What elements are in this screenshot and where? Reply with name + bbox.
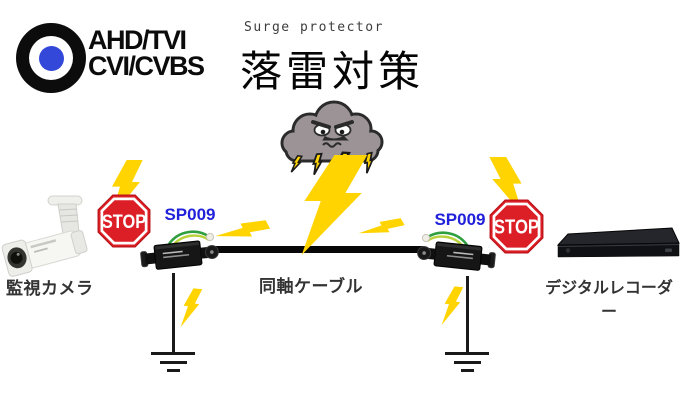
ground-bar	[160, 361, 187, 364]
stop-sign-icon: STOP	[489, 199, 544, 254]
ground-bar	[167, 369, 180, 372]
cable-label: 同軸ケーブル	[259, 277, 363, 296]
ground-wire-right	[466, 276, 469, 354]
page-title: 落雷対策	[240, 47, 425, 96]
recorder-label: デジタルレコーダー	[545, 280, 673, 321]
subtitle-text: Surge protector	[244, 20, 384, 35]
coax-cable	[207, 246, 426, 253]
surge-protector-icon	[140, 230, 219, 270]
brand-line1: AHD/TVI	[88, 25, 187, 55]
camera-label: 監視カメラ	[6, 279, 94, 298]
ground-icon	[445, 352, 489, 355]
brand-text: AHD/TVI CVI/CVBS	[88, 25, 205, 81]
lightning-bolt-icon	[180, 287, 203, 329]
stop-sign-icon: STOP	[97, 194, 151, 248]
lightning-bolt-icon	[301, 155, 368, 255]
recorder-icon	[556, 227, 680, 258]
lightning-bolt-icon	[441, 285, 464, 327]
logo-target-icon	[16, 23, 86, 93]
cloud-angry-face	[311, 120, 354, 148]
ground-wire-left	[172, 273, 175, 354]
stop-text: STOP	[494, 215, 539, 238]
ground-bar	[454, 361, 481, 364]
protector-model-label-right: SP009	[434, 210, 486, 229]
protector-model-label-left: SP009	[164, 205, 216, 224]
surge-protector-icon	[417, 231, 496, 271]
brand-line2: CVI/CVBS	[88, 50, 205, 81]
ground-icon	[151, 352, 195, 355]
stop-text: STOP	[102, 211, 146, 233]
logo-blue-dot	[38, 45, 64, 71]
ground-bar	[461, 369, 474, 372]
camera-icon	[1, 195, 88, 277]
logo-inner-ring	[29, 36, 73, 80]
